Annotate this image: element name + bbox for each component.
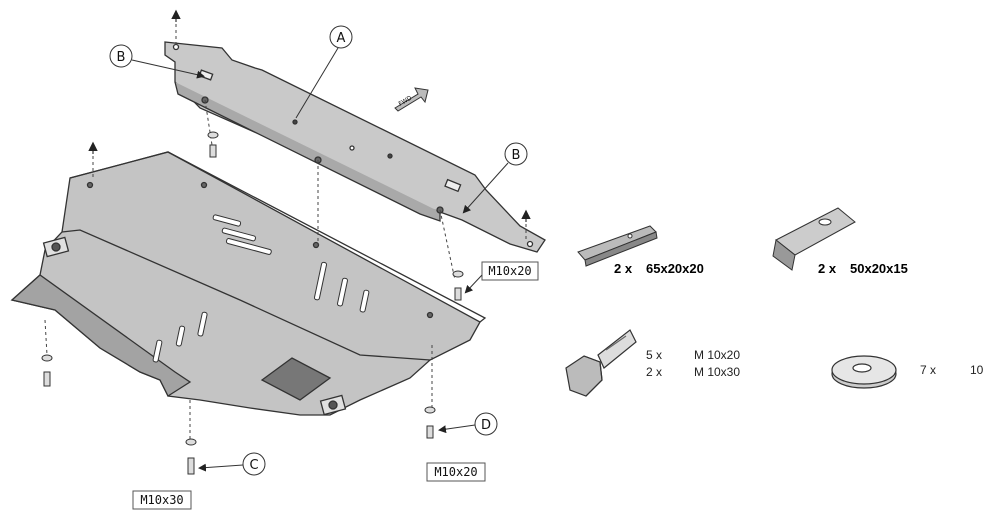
- part-plate-50: [772, 207, 856, 271]
- bolt-label-right-upper: M10x20: [464, 261, 539, 294]
- svg-text:C: C: [249, 458, 258, 473]
- callout-a: A: [295, 25, 353, 119]
- washer-icon: [831, 355, 897, 389]
- svg-text:B: B: [512, 148, 521, 163]
- bolt-qty-2: 2 x: [646, 365, 662, 379]
- bolt-icon: [41, 131, 464, 475]
- svg-text:M10x20: M10x20: [488, 264, 531, 278]
- part-plate-50-qty: 2 x: [818, 261, 837, 276]
- bolt-qty-1: 5 x: [646, 348, 662, 362]
- main-skid-plate: [10, 151, 487, 416]
- bolt-size-2: M 10x30: [694, 365, 740, 379]
- up-arrows: [88, 9, 531, 222]
- bolt-label-bottom-right: M10x20: [426, 462, 486, 482]
- part-plate-65: [577, 225, 658, 267]
- forward-direction-arrow: FWD: [394, 87, 429, 112]
- svg-text:A: A: [337, 31, 346, 46]
- svg-text:D: D: [481, 418, 491, 433]
- part-plate-50-size: 50x20x15: [850, 261, 908, 276]
- callout-b-left: B: [109, 44, 205, 79]
- callout-c: C: [198, 452, 266, 476]
- svg-text:B: B: [117, 50, 126, 65]
- part-plate-65-qty: 2 x: [614, 261, 633, 276]
- svg-text:M10x30: M10x30: [140, 493, 183, 507]
- callout-b-right: B: [462, 142, 528, 214]
- upper-crossmember-plate: [164, 41, 546, 253]
- washer-qty: 7 x: [920, 363, 936, 377]
- bolt-label-bottom-left: M10x30: [132, 490, 192, 510]
- callout-d: D: [438, 412, 498, 436]
- part-bolt-icon: [565, 329, 637, 397]
- bolt-size-1: M 10x20: [694, 348, 740, 362]
- washer-size: 10: [970, 363, 984, 377]
- svg-text:M10x20: M10x20: [434, 465, 477, 479]
- part-plate-65-size: 65x20x20: [646, 261, 704, 276]
